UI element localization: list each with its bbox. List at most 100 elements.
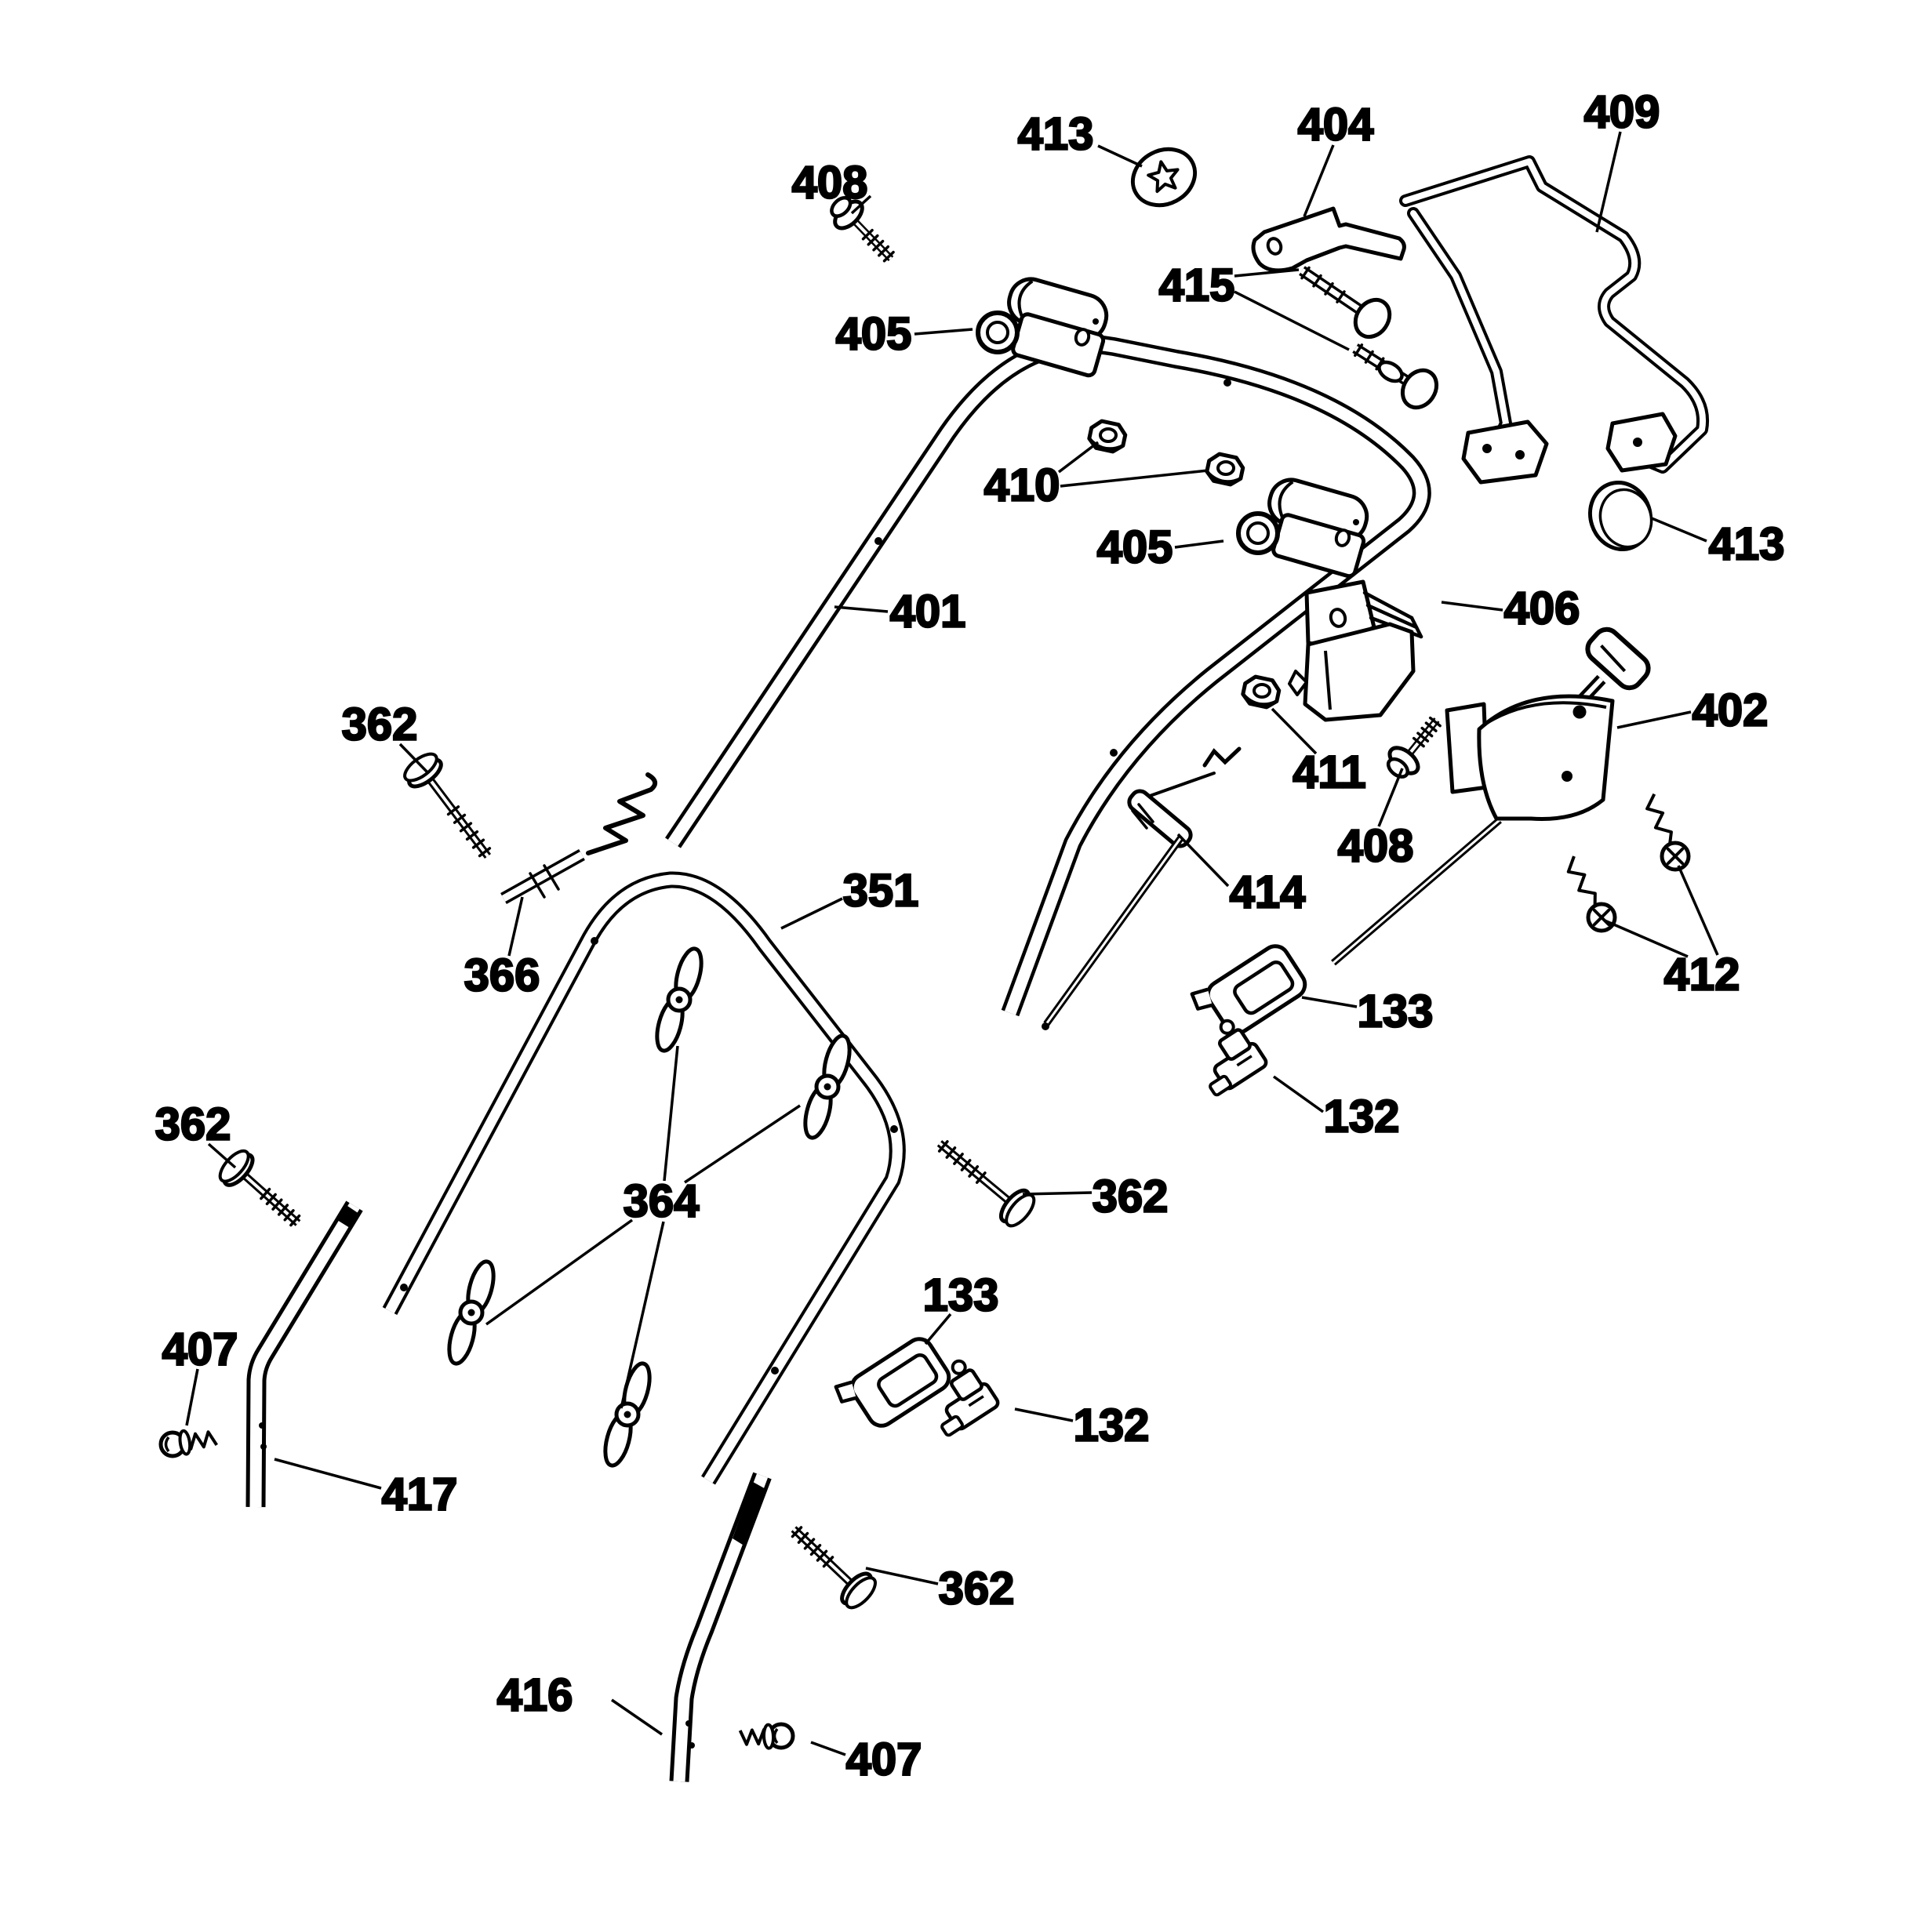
callout-362: 362: [865, 1562, 1016, 1615]
part-number-label: 351: [843, 866, 919, 917]
switch-housing-406: [1288, 579, 1423, 722]
leader-line: [1441, 601, 1503, 612]
callout-415: 415: [1158, 259, 1350, 351]
screw-362: [936, 1140, 1036, 1228]
part-number-label: 408: [1338, 821, 1414, 872]
leader-line: [507, 896, 524, 957]
screw-408: [1386, 716, 1442, 779]
screw-408: [830, 195, 895, 263]
screw-412: [1566, 855, 1617, 933]
callout-410: 410: [983, 441, 1209, 512]
leader-line: [185, 1368, 199, 1426]
handle-tube-416: [669, 1472, 772, 1782]
callout-405: 405: [1096, 521, 1224, 574]
leader-line: [663, 1045, 679, 1182]
part-number-label: 414: [1230, 867, 1306, 918]
callout-labels: 408 413 404 409 415 405 410 405 401 413 406 402 411 4…: [154, 85, 1786, 1786]
callout-408: 408: [791, 156, 872, 215]
part-number-label: 362: [1093, 1171, 1169, 1222]
part-number-label: 132: [1324, 1091, 1400, 1142]
callout-132: 132: [1272, 1075, 1401, 1143]
part-number-label: 364: [624, 1176, 700, 1227]
bracket-404: [1251, 206, 1406, 273]
part-number-label: 362: [939, 1563, 1015, 1614]
leader-line: [1377, 768, 1404, 827]
screw-407: [738, 1722, 795, 1750]
part-number-label: 405: [1097, 522, 1173, 573]
leader-line: [1234, 268, 1300, 278]
part-number-label: 407: [162, 1324, 238, 1375]
part-number-label: 413: [1018, 109, 1094, 160]
leader-line: [1301, 996, 1358, 1008]
callout-413: 413: [1651, 517, 1786, 571]
leader-line: [834, 605, 889, 613]
part-number-label: 404: [1298, 100, 1374, 151]
part-number-label: 362: [342, 699, 418, 750]
leader-line: [1616, 710, 1692, 729]
star-washer-413: [1130, 147, 1198, 208]
cap-disc-413: [1587, 480, 1653, 552]
callout-416: 416: [496, 1669, 663, 1736]
control-lever-402: [1331, 626, 1651, 966]
wing-knob-364: [603, 1361, 652, 1468]
part-number-label: 416: [497, 1670, 573, 1721]
cable-guide-366: [500, 772, 658, 904]
callout-407: 407: [161, 1323, 239, 1426]
leader-line: [398, 743, 430, 775]
bolt-415: [1352, 343, 1439, 410]
leader-line: [924, 1313, 952, 1346]
part-number-label: 417: [382, 1469, 458, 1520]
leader-line: [1097, 144, 1143, 168]
part-number-label: 405: [836, 309, 912, 360]
part-number-label: 406: [1504, 583, 1580, 634]
part-number-label: 362: [155, 1099, 231, 1150]
bail-409: [1399, 155, 1709, 485]
leader-line: [914, 328, 973, 336]
leader-line: [611, 1698, 663, 1736]
part-number-label: 409: [1584, 87, 1660, 138]
screw-407: [158, 1429, 218, 1458]
callout-411: 411: [1271, 707, 1367, 799]
part-number-label: 133: [1358, 986, 1434, 1037]
leader-line: [485, 1218, 634, 1326]
part-number-label: 402: [1692, 685, 1769, 736]
leader-line: [1272, 1075, 1325, 1113]
screw-362: [791, 1526, 877, 1610]
part-number-label: 412: [1664, 950, 1740, 1000]
callout-362: 362: [1022, 1170, 1169, 1223]
part-number-label: 413: [1709, 519, 1785, 570]
leader-line: [1014, 1407, 1074, 1422]
callout-405: 405: [834, 307, 973, 361]
leader-line: [1022, 1191, 1093, 1196]
callout-412: 412: [1604, 865, 1741, 1001]
flange-nut: [1087, 419, 1128, 454]
part-number-label: 415: [1159, 260, 1235, 311]
leader-line: [1176, 833, 1230, 888]
leader-line: [1057, 441, 1100, 474]
part-number-label: 408: [792, 158, 868, 209]
leader-line: [1677, 865, 1719, 956]
callout-366: 366: [463, 896, 541, 1002]
part-number-label: 411: [1293, 747, 1366, 798]
callout-409: 409: [1583, 85, 1661, 233]
clip-133: [834, 1337, 951, 1428]
leader-line: [810, 1741, 846, 1756]
part-number-label: 407: [846, 1734, 922, 1785]
leader-line: [865, 1567, 939, 1585]
clip-133: [1190, 944, 1307, 1035]
leader-line: [1174, 539, 1224, 549]
part-number-label: 401: [890, 586, 966, 637]
part-number-label: 366: [464, 950, 540, 1001]
handle-clamp-405: [976, 277, 1109, 378]
callout-413: 413: [1016, 107, 1143, 168]
leader-line: [1060, 469, 1209, 488]
part-number-label: 132: [1074, 1400, 1150, 1451]
screw-362: [218, 1149, 301, 1227]
callout-401: 401: [834, 585, 967, 638]
callout-408: 408: [1336, 768, 1415, 873]
screw-412: [1645, 793, 1691, 872]
wing-knob-364: [803, 1033, 852, 1140]
leader-line: [207, 1142, 237, 1169]
